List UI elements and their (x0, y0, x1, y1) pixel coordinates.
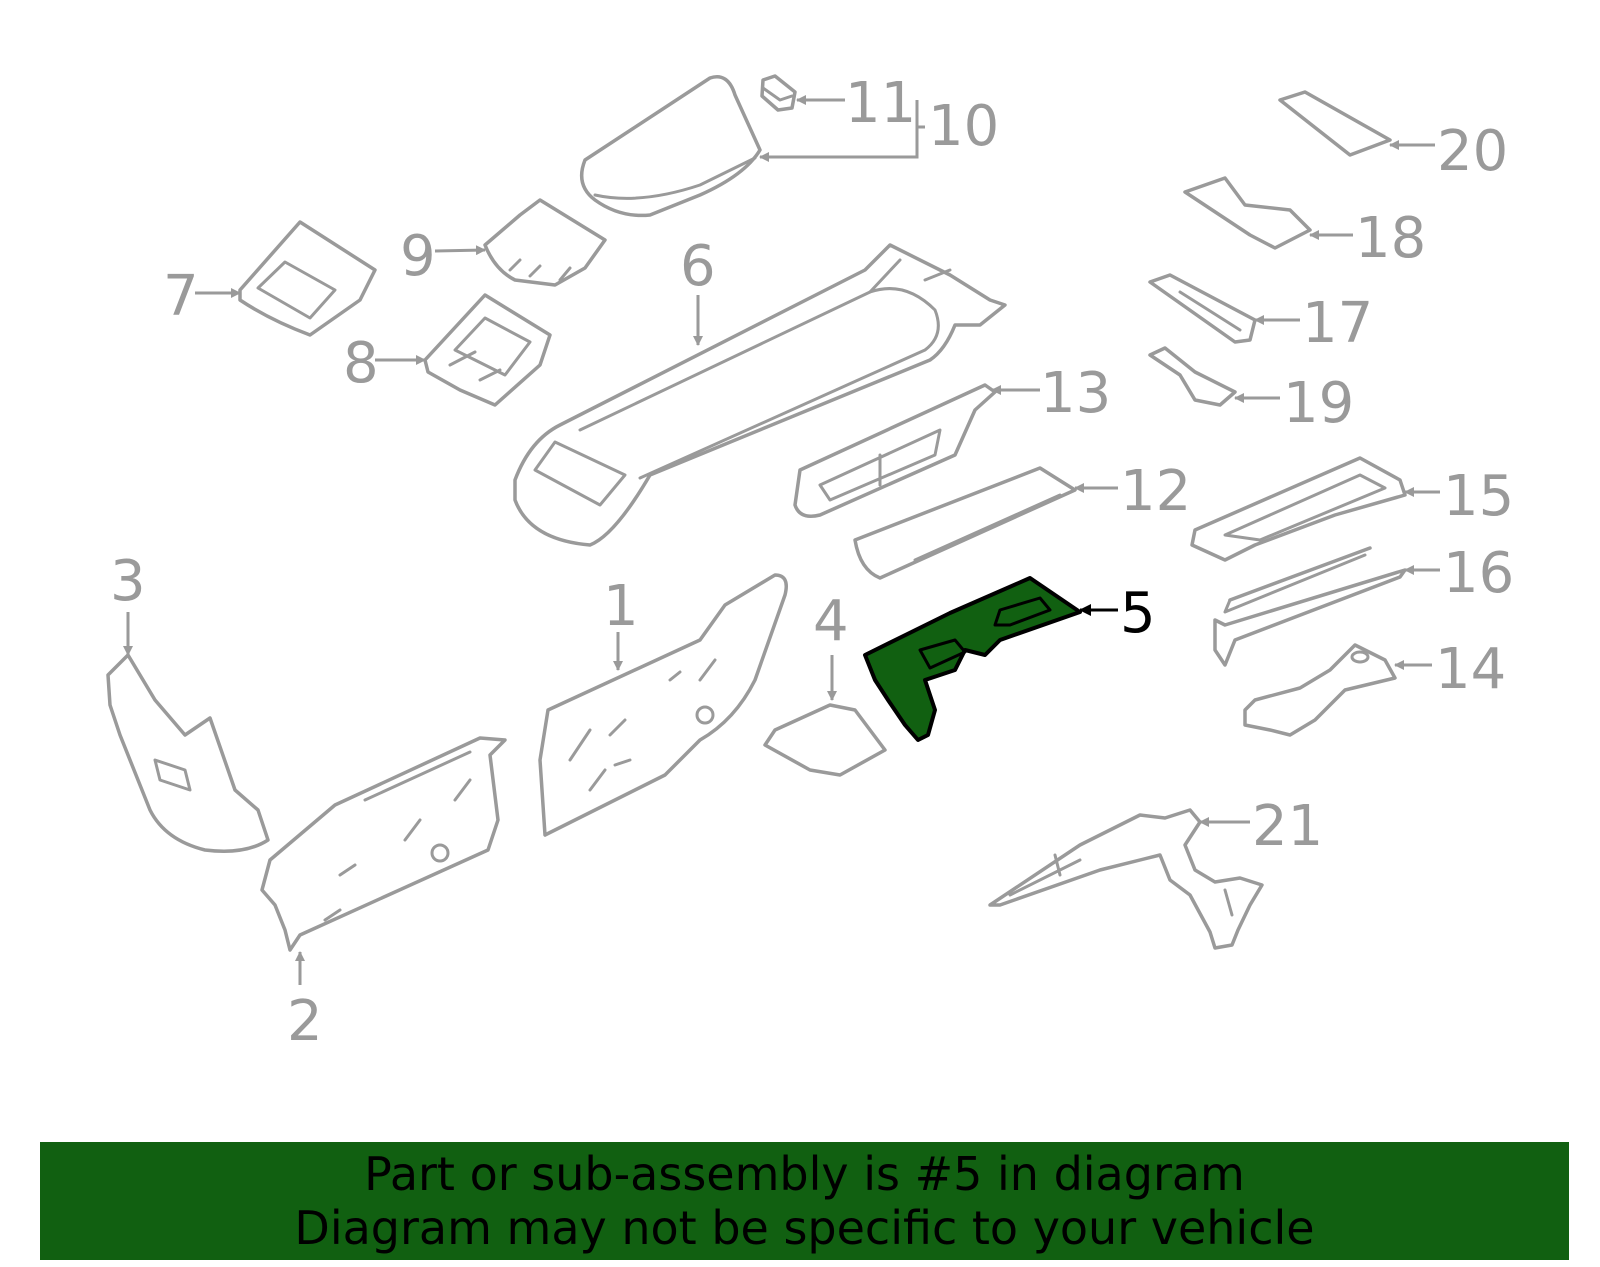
banner-line-1: Part or sub-assembly is #5 in diagram (364, 1147, 1245, 1201)
callout-8: 8 (343, 331, 379, 396)
callout-11: 11 (845, 71, 916, 136)
callout-14: 14 (1435, 637, 1506, 702)
part-10-armrest-lid (579, 75, 762, 218)
part-16-strip (1213, 546, 1407, 667)
part-7-front-bezel (238, 220, 377, 337)
callout-6: 6 (680, 234, 716, 299)
part-12-trim-strip (853, 466, 1077, 580)
part-3-end-cap (106, 653, 270, 853)
callout-3: 3 (110, 549, 146, 614)
callout-19: 19 (1283, 371, 1354, 436)
part-18-strip (1183, 176, 1312, 250)
callout-21: 21 (1252, 794, 1323, 859)
callout-7: 7 (163, 264, 199, 329)
part-14-bracket (1243, 643, 1397, 737)
part-1-side-panel (538, 573, 788, 837)
callout-9: 9 (400, 224, 436, 289)
callout-1: 1 (603, 574, 639, 639)
part-21-bracket (988, 808, 1264, 950)
callout-17: 17 (1302, 291, 1373, 356)
info-banner: Part or sub-assembly is #5 in diagram Di… (40, 1142, 1569, 1260)
part-4-pad (763, 703, 887, 777)
callout-18: 18 (1355, 206, 1426, 271)
callout-5: 5 (1120, 581, 1156, 646)
callout-16: 16 (1443, 541, 1514, 606)
callout-15: 15 (1443, 464, 1514, 529)
part-9-bezel (483, 198, 607, 287)
callout-2: 2 (287, 989, 323, 1054)
part-17-strip (1148, 273, 1257, 344)
part-19-strip (1148, 346, 1237, 407)
part-13-side-trim (793, 383, 997, 518)
callout-numbers: 1 2 3 4 5 6 7 8 9 10 11 12 13 14 15 16 1… (110, 71, 1514, 1054)
callout-12: 12 (1120, 459, 1191, 524)
part-11-clip (760, 74, 797, 112)
banner-line-2: Diagram may not be specific to your vehi… (294, 1201, 1315, 1255)
part-15-trim (1190, 456, 1407, 562)
leader-lines (123, 95, 1440, 985)
callout-4: 4 (813, 589, 849, 654)
part-6-console-body (513, 243, 1007, 547)
part-5-highlighted (863, 576, 1082, 742)
part-2-side-panel (260, 736, 507, 952)
callout-20: 20 (1437, 119, 1508, 184)
parts-diagram: 1 2 3 4 5 6 7 8 9 10 11 12 13 14 15 16 1… (106, 71, 1514, 1054)
part-8-switch-panel (423, 293, 552, 407)
callout-13: 13 (1040, 361, 1111, 426)
part-20-strip (1278, 90, 1392, 157)
callout-10: 10 (928, 94, 999, 159)
